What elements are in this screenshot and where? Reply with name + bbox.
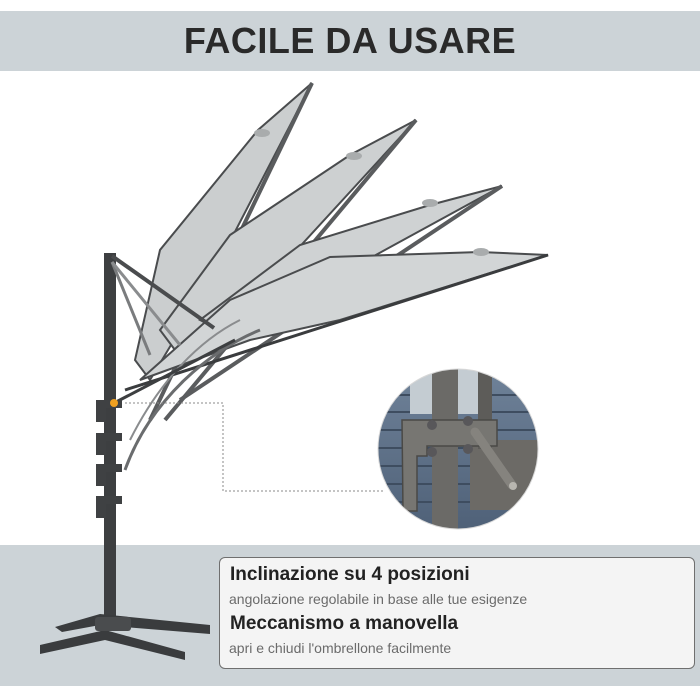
indicator-dot bbox=[110, 399, 118, 407]
cross-base bbox=[40, 614, 210, 660]
feature-subtitle-crank: apri e chiudi l'ombrellone facilmente bbox=[229, 640, 452, 656]
header-band: FACILE DA USARE bbox=[0, 11, 700, 71]
callout-connector bbox=[125, 402, 385, 492]
canopy-positions bbox=[124, 82, 549, 422]
feature-title-crank: Meccanismo a manovella bbox=[230, 613, 459, 634]
feature-subtitle-tilt: angolazione regolabile in base alle tue … bbox=[229, 591, 528, 607]
features-card: Inclinazione su 4 posizioni angolazione … bbox=[219, 557, 695, 669]
feature-title-tilt: Inclinazione su 4 posizioni bbox=[230, 564, 470, 585]
umbrella-pole bbox=[96, 253, 236, 623]
page-title: FACILE DA USARE bbox=[183, 20, 517, 61]
